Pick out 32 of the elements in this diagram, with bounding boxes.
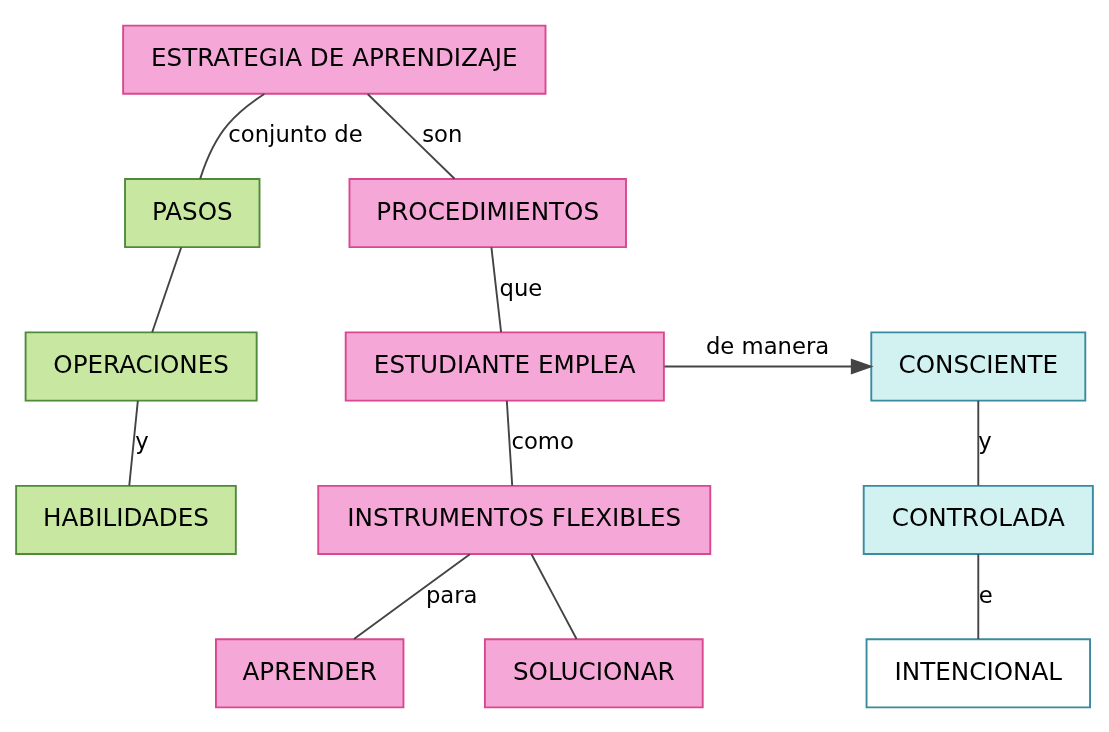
node-box: CONTROLADA — [862, 484, 1094, 555]
edge-label: y — [978, 427, 992, 454]
node-box: SOLUCIONAR — [483, 637, 704, 708]
node-box: PROCEDIMIENTOS — [348, 177, 627, 248]
node-box: ESTRATEGIA DE APRENDIZAJE — [122, 24, 547, 95]
connector — [530, 552, 578, 640]
edge-label: son — [422, 120, 463, 147]
node-box: PASOS — [124, 177, 261, 248]
edge-label: que — [499, 274, 543, 301]
edge-label: como — [511, 427, 574, 454]
node-box: INSTRUMENTOS FLEXIBLES — [317, 484, 712, 555]
arrow — [663, 358, 874, 374]
connector — [128, 399, 139, 487]
edge-label: para — [425, 581, 478, 607]
node-box: HABILIDADES — [15, 484, 237, 555]
connector — [490, 246, 503, 333]
edge-label: e — [978, 581, 993, 607]
node-box: ESTUDIANTE EMPLEA — [344, 330, 665, 402]
connector — [199, 92, 266, 180]
connector — [366, 92, 456, 180]
connector — [505, 399, 514, 487]
edge-label: conjunto de — [228, 120, 363, 147]
connector — [151, 246, 183, 333]
node-box: APRENDER — [215, 637, 405, 708]
node-box: OPERACIONES — [24, 330, 258, 402]
connector — [977, 552, 980, 640]
connector — [353, 552, 471, 640]
edge-label: y — [135, 427, 149, 454]
node-box: CONSCIENTE — [870, 330, 1087, 402]
node-box: INTENCIONAL — [865, 637, 1091, 708]
connector — [977, 399, 980, 487]
edge-label: de manera — [705, 332, 830, 359]
